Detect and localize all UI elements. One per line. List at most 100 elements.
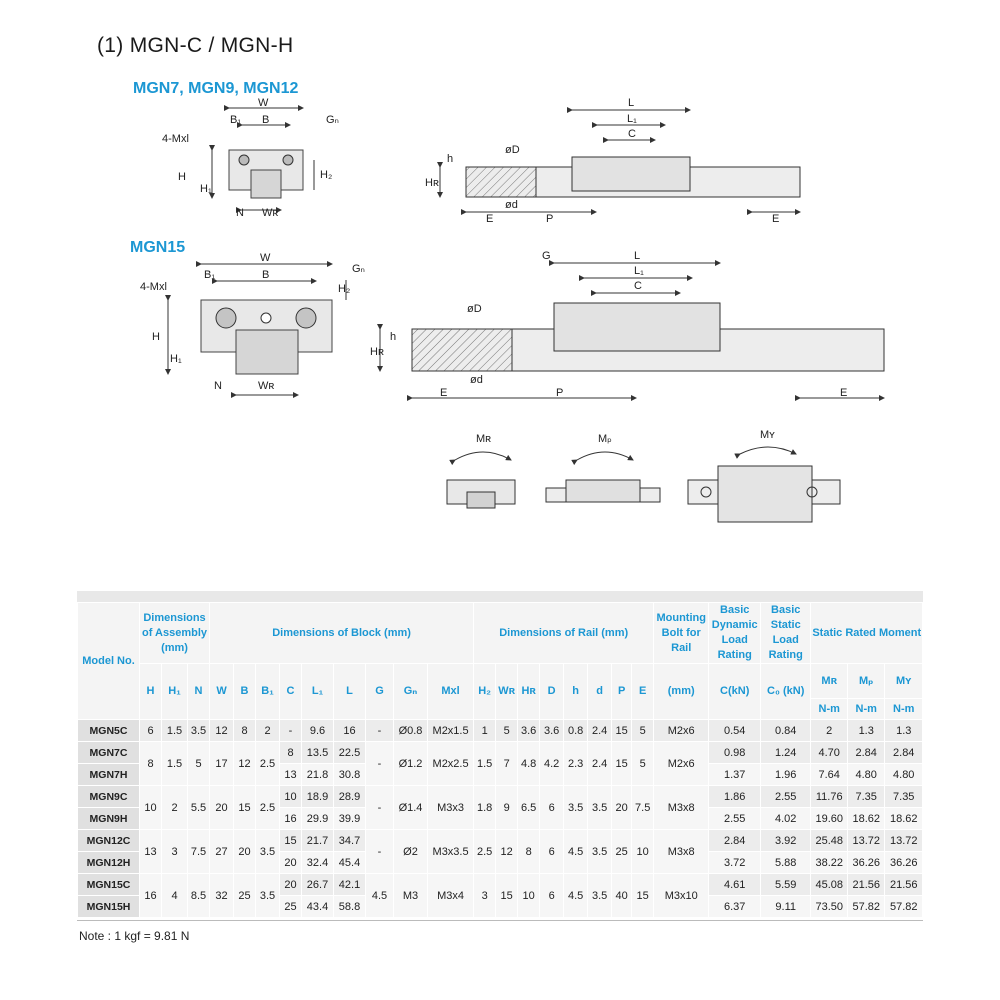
page-title: (1) MGN-C / MGN-H xyxy=(97,34,294,57)
series-label-mgn15: MGN15 xyxy=(130,239,186,256)
table-cell: 20 xyxy=(279,873,303,896)
table-cell: 9.6 xyxy=(301,719,335,742)
table-cell: 5.59 xyxy=(760,873,812,896)
th-d: d xyxy=(587,663,613,720)
technical-drawing: W B₁ B Gₙ 4-Mxl H H₁ H₂ N Wʀ L L₁ C øD h… xyxy=(140,97,885,523)
label-N: N xyxy=(236,207,244,219)
th-B1: B₁ xyxy=(255,663,281,720)
table-cell: 18.9 xyxy=(301,785,335,808)
table-cell: - xyxy=(365,741,395,786)
table-cell: 16 xyxy=(333,719,367,742)
th-nm-2: N-m xyxy=(847,698,886,720)
table-cell: 36.26 xyxy=(884,851,924,874)
label-B1-15: B₁ xyxy=(204,269,215,281)
table-cell: 27 xyxy=(209,829,235,874)
table-cell: MGN9H xyxy=(77,807,140,830)
table-cell: 2.55 xyxy=(708,807,762,830)
table-cell: MGN12C xyxy=(77,829,140,852)
th-C: C xyxy=(279,663,303,720)
table-cell: MGN7C xyxy=(77,741,140,764)
th-N: N xyxy=(186,663,211,720)
table-cell: 5 xyxy=(631,719,655,742)
table-cell: 6 xyxy=(539,785,565,830)
th-HR: Hʀ xyxy=(517,663,541,720)
table-cell: 6 xyxy=(539,829,565,874)
label-C-15: C xyxy=(634,280,642,292)
table-cell: 4.8 xyxy=(517,741,541,786)
table-cell: MGN5C xyxy=(77,719,140,742)
table-cell: 73.50 xyxy=(810,895,849,918)
table-cell: 15 xyxy=(611,719,633,742)
th-dynamic: Basic Dynamic Load Rating xyxy=(708,602,762,664)
table-cell: 4.2 xyxy=(539,741,565,786)
label-H1-15: H₁ xyxy=(170,353,182,365)
table-cell: 15 xyxy=(279,829,303,852)
table-cell: 13.72 xyxy=(884,829,924,852)
table-cell: M3x8 xyxy=(653,785,710,830)
table-cell: 1 xyxy=(473,719,497,742)
table-cell: 13 xyxy=(279,763,303,786)
label-WR-15: Wʀ xyxy=(258,380,274,392)
table-cell: 4.5 xyxy=(563,873,589,918)
side-view-small xyxy=(437,107,801,215)
table-cell: 39.9 xyxy=(333,807,367,830)
table-cell: 8 xyxy=(233,719,257,742)
label-Mxl-15: 4-Mxl xyxy=(140,281,167,293)
table-cell: 2 xyxy=(161,785,188,830)
th-static: Basic Static Load Rating xyxy=(760,602,812,664)
th-G: G xyxy=(365,663,395,720)
table-cell: 12 xyxy=(495,829,519,874)
table-cell: 4.5 xyxy=(563,829,589,874)
table-cell: 3.72 xyxy=(708,851,762,874)
cross-section-mgn15 xyxy=(165,261,347,398)
th-nm-3: N-m xyxy=(884,698,924,720)
label-HR: Hʀ xyxy=(425,177,439,189)
label-B1: B₁ xyxy=(230,114,241,126)
label-W: W xyxy=(258,97,269,109)
table-cell: 20 xyxy=(611,785,633,830)
table-cell: 8 xyxy=(517,829,541,874)
table-cell: 8.5 xyxy=(186,873,211,918)
table-cell: 1.24 xyxy=(760,741,812,764)
table-cell: - xyxy=(365,785,395,830)
table-cell: 4.61 xyxy=(708,873,762,896)
table-cell: M2x2.5 xyxy=(427,741,475,786)
label-E-right-15: E xyxy=(840,387,847,399)
label-Gn-15: Gₙ xyxy=(352,263,365,275)
table-cell: - xyxy=(365,719,395,742)
table-cell: 3.5 xyxy=(587,785,613,830)
table-cell: 2.5 xyxy=(255,741,281,786)
table-cell: M3x3 xyxy=(427,785,475,830)
table-cell: 2.84 xyxy=(884,741,924,764)
label-MR: Mʀ xyxy=(476,433,491,445)
label-h-15: h xyxy=(390,331,396,343)
table-cell: 20 xyxy=(233,829,257,874)
table-cell: 42.1 xyxy=(333,873,367,896)
table-cell: 8 xyxy=(139,741,162,786)
label-P: P xyxy=(546,213,553,225)
table-cell: 7.64 xyxy=(810,763,849,786)
table-cell: 7.5 xyxy=(631,785,655,830)
th-B: B xyxy=(233,663,257,720)
table-cell: 16 xyxy=(279,807,303,830)
table-cell: M3x4 xyxy=(427,873,475,918)
table-cell: 1.96 xyxy=(760,763,812,786)
th-E: E xyxy=(631,663,655,720)
table-cell: 11.76 xyxy=(810,785,849,808)
table-cell: 9.11 xyxy=(760,895,812,918)
th-MY: Mʏ xyxy=(884,663,924,699)
table-cell: 1.86 xyxy=(708,785,762,808)
table-cell: 20 xyxy=(279,851,303,874)
table-cell: 21.56 xyxy=(884,873,924,896)
table-cell: 3.5 xyxy=(587,829,613,874)
table-cell: 13 xyxy=(139,829,162,874)
table-cell: 3.5 xyxy=(186,719,211,742)
table-cell: 2.4 xyxy=(587,741,613,786)
table-cell: 9 xyxy=(495,785,519,830)
th-D: D xyxy=(539,663,565,720)
table-cell: MGN15H xyxy=(77,895,140,918)
table-cell: 1.37 xyxy=(708,763,762,786)
